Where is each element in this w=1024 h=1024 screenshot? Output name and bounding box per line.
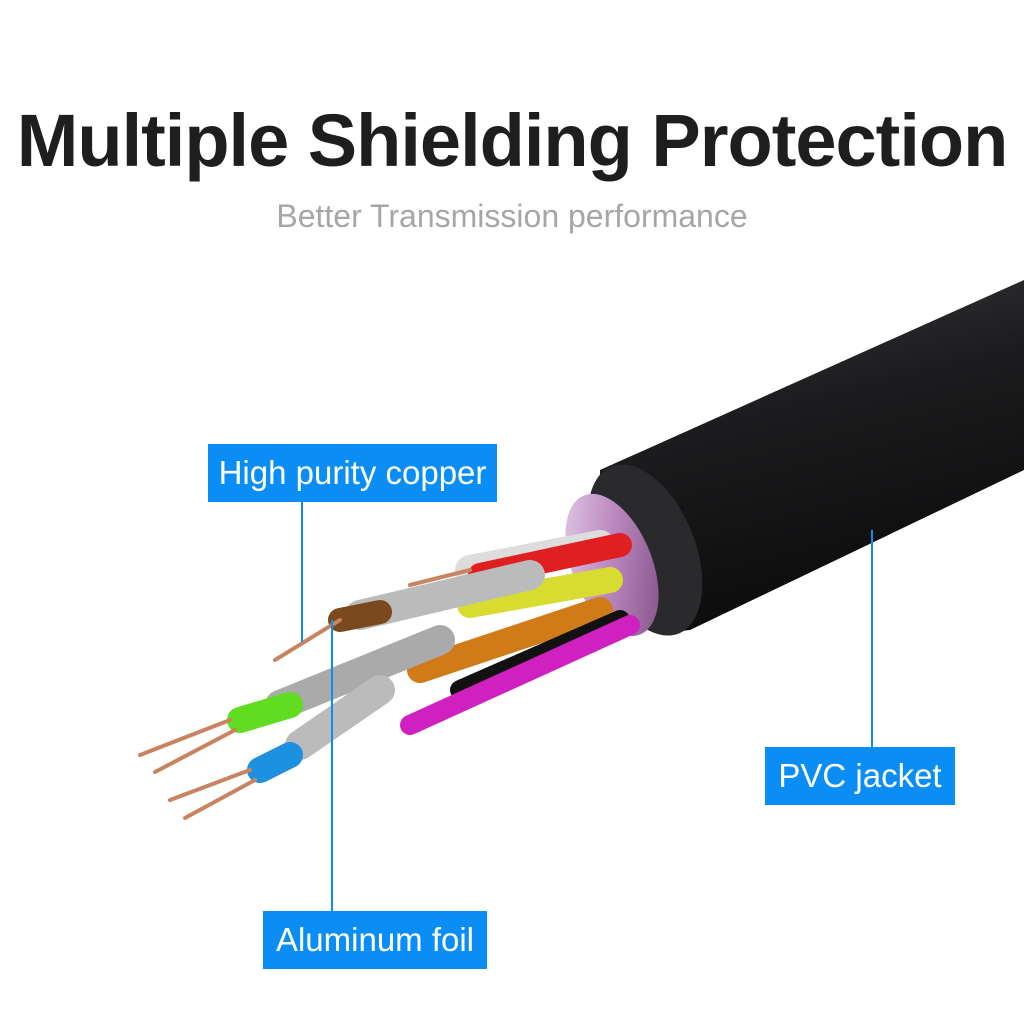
pvc-leader-line	[871, 530, 873, 747]
page-title: Multiple Shielding Protection	[16, 99, 1009, 182]
page-subtitle: Better Transmission performance	[276, 198, 748, 234]
conductors	[138, 530, 640, 820]
copper-leader-line	[301, 502, 303, 642]
callout-high-purity-copper: High purity copper	[208, 444, 497, 502]
pvc-jacket	[600, 280, 1024, 632]
callout-pvc-jacket: PVC jacket	[765, 747, 955, 805]
callout-aluminum-foil: Aluminum foil	[263, 911, 487, 969]
foil-leader-line	[331, 620, 333, 911]
